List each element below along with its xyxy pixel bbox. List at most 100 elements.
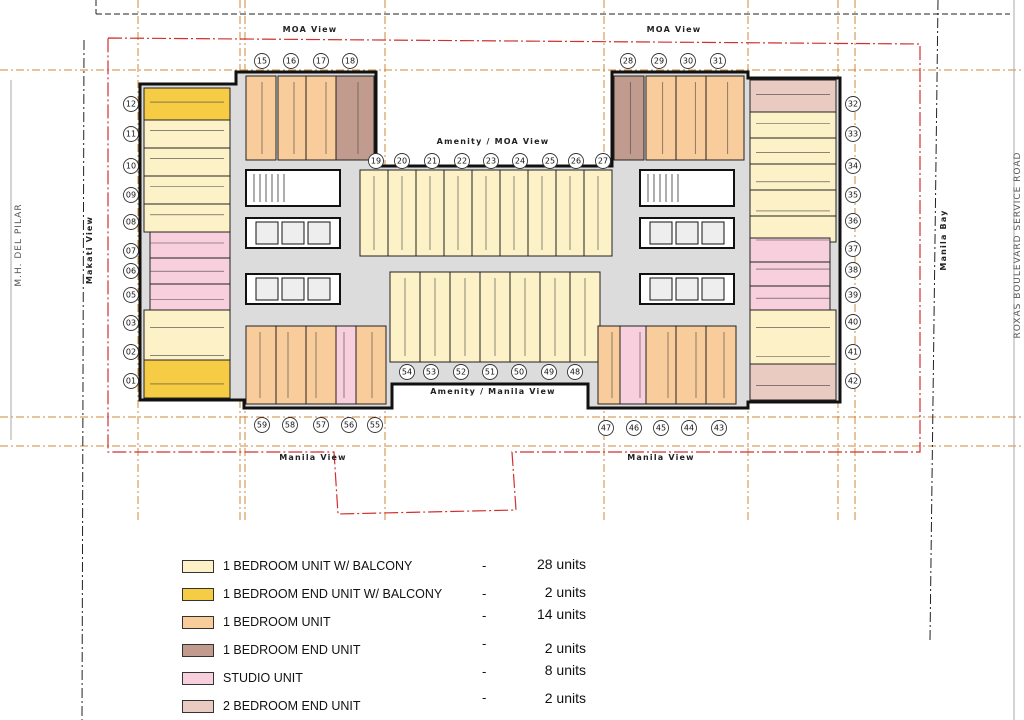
unit-number-circle — [651, 53, 667, 69]
unit-number-label: 56 — [344, 421, 354, 430]
legend-swatch — [182, 616, 214, 629]
unit-block — [143, 359, 231, 399]
view-label-bottom-right: Manila View — [627, 453, 695, 462]
unit-number-circle — [123, 243, 139, 259]
unit-number-label: 01 — [126, 377, 136, 386]
road-label-right: ROXAS BOULEVARD SERVICE ROAD — [1013, 152, 1023, 339]
unit-block — [675, 325, 707, 405]
legend-row-1br-end-balcony: 1 BEDROOM END UNIT W/ BALCONY - 2 units — [182, 584, 612, 606]
elevator-car — [281, 221, 305, 245]
unit-number-label: 32 — [848, 100, 858, 109]
legend-row-2br-end: 2 BEDROOM END UNIT - 2 units — [182, 690, 612, 718]
legend-swatch — [182, 672, 214, 685]
unit-block — [749, 137, 837, 165]
unit-number-circle — [123, 263, 139, 279]
unit-number-label: 58 — [285, 421, 295, 430]
unit-number-label: 54 — [402, 368, 412, 377]
unit-number-label: 42 — [848, 377, 858, 386]
property-boundary — [107, 37, 921, 515]
unit-block — [275, 325, 307, 405]
unit-number-circle — [399, 364, 415, 380]
unit-number-label: 51 — [485, 368, 495, 377]
unit-number-label: 41 — [848, 348, 858, 357]
unit-number-label: 47 — [601, 424, 611, 433]
legend-swatch — [182, 560, 214, 573]
unit-number-label: 45 — [656, 424, 666, 433]
unit-number-circle — [123, 158, 139, 174]
unit-number-circle — [368, 153, 384, 169]
view-label-left: Makati View — [85, 216, 94, 284]
unit-block — [143, 147, 231, 177]
road-label-left: M.H. DEL PILAR — [14, 203, 24, 286]
unit-number-label: 57 — [316, 421, 326, 430]
view-label-amenity-bottom: Amenity / Manila View — [430, 387, 555, 396]
unit-number-label: 24 — [515, 157, 525, 166]
view-label-top-right: MOA View — [647, 25, 702, 34]
unit-number-circle — [423, 364, 439, 380]
elevator-car — [649, 221, 673, 245]
unit-block — [613, 75, 645, 161]
unit-number-circle — [511, 364, 527, 380]
unit-number-label: 17 — [316, 57, 326, 66]
legend-row-1br-balcony: 1 BEDROOM UNIT W/ BALCONY - 28 units — [182, 556, 612, 578]
elevator-car — [675, 277, 699, 301]
unit-number-label: 08 — [126, 218, 136, 227]
unit-number-circle — [845, 314, 861, 330]
view-label-amenity-top: Amenity / MOA View — [437, 137, 550, 146]
unit-number-label: 55 — [370, 421, 380, 430]
view-label-right: Manila Bay — [939, 209, 948, 270]
unit-number-circle — [123, 214, 139, 230]
unit-number-label: 37 — [848, 245, 858, 254]
unit-number-circle — [542, 153, 558, 169]
elevator-car — [307, 221, 331, 245]
unit-number-label: 20 — [397, 157, 407, 166]
unit-number-circle — [283, 53, 299, 69]
unit-number-circle — [620, 53, 636, 69]
building-footprint — [138, 70, 842, 410]
unit-number-label: 22 — [457, 157, 467, 166]
unit-number-circle — [123, 373, 139, 389]
unit-number-label: 35 — [848, 191, 858, 200]
unit-number-circle — [123, 344, 139, 360]
unit-number-circle — [681, 420, 697, 436]
legend-count: 28 units — [536, 556, 586, 572]
legend-row-studio: STUDIO UNIT - 8 units — [182, 662, 612, 690]
legend-label: 1 BEDROOM UNIT — [223, 615, 331, 629]
unit-number-circle — [394, 153, 410, 169]
unit-block — [245, 75, 277, 161]
unit-number-label: 33 — [848, 130, 858, 139]
unit-number-circle — [845, 213, 861, 229]
legend-swatch — [182, 700, 214, 713]
unit-number-circle — [845, 287, 861, 303]
unit-number-label: 49 — [544, 368, 554, 377]
legend-row-1br: 1 BEDROOM UNIT - 14 units — [182, 606, 612, 634]
unit-number-circle — [254, 417, 270, 433]
elevator-car — [701, 221, 725, 245]
unit-block — [749, 79, 837, 113]
unit-number-label: 34 — [848, 162, 858, 171]
unit-number-label: 31 — [713, 57, 723, 66]
unit-number-label: 10 — [126, 162, 136, 171]
unit-number-label: 16 — [286, 57, 296, 66]
unit-number-label: 36 — [848, 217, 858, 226]
unit-number-label: 12 — [126, 100, 136, 109]
unit-number-label: 07 — [126, 247, 136, 256]
unit-number-circle — [711, 420, 727, 436]
elevator-car — [281, 277, 305, 301]
unit-number-circle — [845, 96, 861, 112]
unit-block — [149, 283, 231, 311]
unit-number-circle — [598, 420, 614, 436]
unit-block — [335, 325, 357, 405]
legend-row-1br-end: 1 BEDROOM END UNIT - 2 units — [182, 636, 612, 662]
unit-number-circle — [313, 53, 329, 69]
unit-number-circle — [282, 417, 298, 433]
unit-number-circle — [453, 364, 469, 380]
unit-block — [305, 325, 337, 405]
unit-number-label: 39 — [848, 291, 858, 300]
unit-number-circle — [845, 158, 861, 174]
unit-number-label: 40 — [848, 318, 858, 327]
unit-block — [143, 175, 231, 205]
legend-dash: - — [482, 664, 487, 679]
unit-number-label: 53 — [426, 368, 436, 377]
unit-number-circle — [845, 126, 861, 142]
